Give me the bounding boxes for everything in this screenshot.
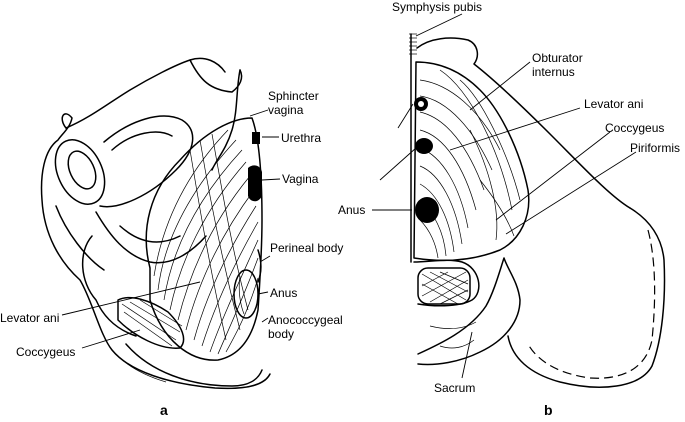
- panel-a-leaders: [61, 109, 281, 349]
- label-piriformis: Piriformis: [630, 141, 680, 155]
- label-anococcygeal-body-2: body: [268, 327, 294, 341]
- label-sacrum: Sacrum: [434, 381, 475, 395]
- panel-b-drawing: [409, 33, 666, 388]
- label-levator-ani-b: Levator ani: [584, 97, 643, 111]
- panel-b-leaders: [372, 13, 637, 379]
- panel-letter-a: a: [160, 402, 168, 418]
- label-sphincter-vagina-2: vagina: [268, 103, 304, 117]
- label-coccygeus-a: Coccygeus: [16, 345, 75, 359]
- label-anus-a: Anus: [270, 286, 297, 300]
- panel-letter-b: b: [544, 402, 553, 418]
- label-urethra: Urethra: [281, 131, 321, 145]
- panel-b-labels: Symphysis pubis Obturator internus Levat…: [338, 0, 680, 418]
- label-sphincter-vagina-1: Sphincter: [268, 89, 319, 103]
- label-obturator-internus-2: internus: [532, 65, 575, 79]
- label-vagina-a: Vagina: [282, 172, 319, 186]
- panel-a-labels: Sphincter vagina Urethra Vagina Perineal…: [0, 89, 343, 418]
- label-anus-b: Anus: [338, 203, 365, 217]
- label-coccygeus-b: Coccygeus: [605, 121, 664, 135]
- panel-a-drawing: [40, 57, 271, 390]
- label-levator-ani-a: Levator ani: [0, 311, 59, 325]
- label-obturator-internus-1: Obturator: [532, 51, 583, 65]
- label-anococcygeal-body-1: Anococcygeal: [268, 313, 343, 327]
- label-symphysis-pubis: Symphysis pubis: [392, 0, 482, 14]
- label-perineal-body: Perineal body: [270, 241, 343, 255]
